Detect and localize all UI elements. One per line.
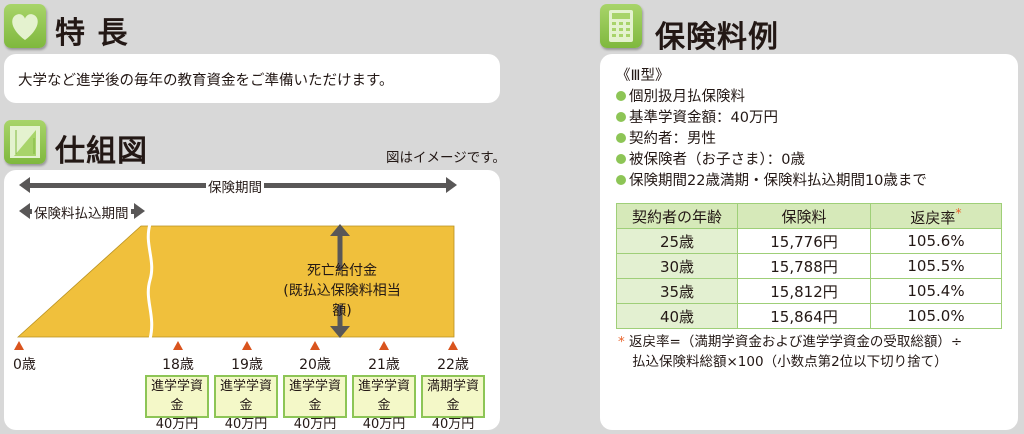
- death-benefit-label: 死亡給付金 (既払込保険料相当額): [282, 261, 402, 321]
- condition-item: 契約者：男性: [616, 129, 927, 150]
- condition-text: 被保険者（お子さま）：0歳: [629, 152, 805, 168]
- age-marker: [379, 341, 389, 350]
- cell-age: 40歳: [616, 303, 738, 329]
- footnote-line: 返戻率=（満期学資金および進学学資金の受取総額）÷: [629, 334, 963, 350]
- benefit-amount: 40万円: [293, 417, 337, 432]
- condition-text: 契約者：男性: [629, 131, 716, 147]
- cell-premium: 15,776円: [737, 228, 871, 254]
- age-label: 20歳: [299, 357, 331, 373]
- arrow-right-icon: [446, 177, 457, 193]
- bullet-icon: [616, 154, 626, 164]
- age-marker: [310, 341, 320, 350]
- cell-rate: 105.5%: [870, 253, 1002, 279]
- benefit-name: 満期学資金: [426, 379, 479, 413]
- age-label: 19歳: [231, 357, 263, 373]
- example-title: 保険料例: [655, 20, 779, 55]
- plan-type: 《Ⅲ型》: [616, 68, 670, 84]
- benefit-amount: 40万円: [224, 417, 268, 432]
- header-premium: 保険料: [737, 203, 871, 229]
- condition-item: 個別扱月払保険料: [616, 87, 927, 108]
- age-marker: [173, 341, 183, 350]
- cell-rate: 105.4%: [870, 278, 1002, 304]
- age-label: 0歳: [13, 357, 36, 373]
- condition-item: 基準学資金額：40万円: [616, 108, 927, 129]
- header-age: 契約者の年齢: [616, 203, 738, 229]
- arrow-left-icon: [19, 177, 30, 193]
- condition-text: 基準学資金額：40万円: [629, 110, 778, 126]
- age-label: 22歳: [437, 357, 469, 373]
- cell-rate: 105.0%: [870, 303, 1002, 329]
- features-title: 特 長: [55, 16, 129, 51]
- conditions-list: 《Ⅲ型》 個別扱月払保険料 基準学資金額：40万円 契約者：男性 被保険者（お子…: [616, 66, 927, 192]
- benefit-box: 進学学資金 40万円: [214, 375, 278, 432]
- header-rate: 返戻率*: [870, 203, 1002, 229]
- benefit-box: 進学学資金 40万円: [145, 375, 209, 432]
- death-benefit-title: 死亡給付金: [307, 263, 377, 279]
- insurance-period-label: 保険期間: [206, 176, 264, 196]
- bullet-icon: [616, 91, 626, 101]
- condition-item: 被保険者（お子さま）：0歳: [616, 150, 927, 171]
- cell-premium: 15,788円: [737, 253, 871, 279]
- arrow-left-icon: [19, 203, 30, 219]
- bullet-icon: [616, 175, 626, 185]
- asterisk-mark: *: [618, 334, 625, 350]
- asterisk-mark: *: [955, 204, 962, 220]
- cell-age: 30歳: [616, 253, 738, 279]
- arrow-right-icon: [134, 203, 145, 219]
- diagram-icon: [4, 120, 46, 164]
- bullet-icon: [616, 133, 626, 143]
- mechanism-box: 保険期間 保険料払込期間 死亡給付金 (既払込保険料相当額) 0歳 18歳 19…: [4, 170, 500, 432]
- benefit-amount: 40万円: [431, 417, 475, 432]
- mechanism-title: 仕組図: [55, 134, 148, 169]
- calculator-icon: [600, 4, 642, 48]
- benefit-diagram: [16, 223, 455, 340]
- table-header: 契約者の年齢 保険料 返戻率*: [616, 203, 1002, 229]
- age-marker: [448, 341, 458, 350]
- features-text: 大学など進学後の毎年の教育資金をご準備いただけます。: [18, 73, 394, 89]
- benefit-name: 進学学資金: [357, 379, 410, 413]
- features-box: 大学など進学後の毎年の教育資金をご準備いただけます。: [4, 54, 500, 103]
- benefit-name: 進学学資金: [219, 379, 272, 413]
- cell-premium: 15,864円: [737, 303, 871, 329]
- age-label: 18歳: [162, 357, 194, 373]
- footnote: * 返戻率=（満期学資金および進学学資金の受取総額）÷ 払込保険料総額×100（…: [618, 332, 962, 372]
- cell-age: 35歳: [616, 278, 738, 304]
- image-note: 図はイメージです。: [386, 150, 506, 166]
- benefit-box: 進学学資金 40万円: [352, 375, 416, 432]
- header-rate-label: 返戻率: [910, 208, 956, 227]
- benefit-box: 満期学資金 40万円: [421, 375, 485, 432]
- bullet-icon: [616, 112, 626, 122]
- benefit-amount: 40万円: [155, 417, 199, 432]
- heart-icon: [4, 4, 46, 48]
- benefit-box: 進学学資金 40万円: [283, 375, 347, 432]
- death-benefit-note: (既払込保険料相当額): [283, 283, 401, 319]
- age-marker: [14, 341, 24, 350]
- cell-age: 25歳: [616, 228, 738, 254]
- payment-period-label: 保険料払込期間: [32, 202, 131, 222]
- age-marker: [242, 341, 252, 350]
- age-label: 21歳: [368, 357, 400, 373]
- condition-item: 保険期間22歳満期・保険料払込期間10歳まで: [616, 171, 927, 192]
- condition-text: 保険期間22歳満期・保険料払込期間10歳まで: [629, 173, 927, 189]
- cell-rate: 105.6%: [870, 228, 1002, 254]
- benefit-amount: 40万円: [362, 417, 406, 432]
- benefit-name: 進学学資金: [288, 379, 341, 413]
- footnote-line: 払込保険料総額×100（小数点第2位以下切り捨て）: [632, 354, 948, 370]
- cell-premium: 15,812円: [737, 278, 871, 304]
- condition-text: 個別扱月払保険料: [629, 89, 745, 105]
- benefit-name: 進学学資金: [150, 379, 203, 413]
